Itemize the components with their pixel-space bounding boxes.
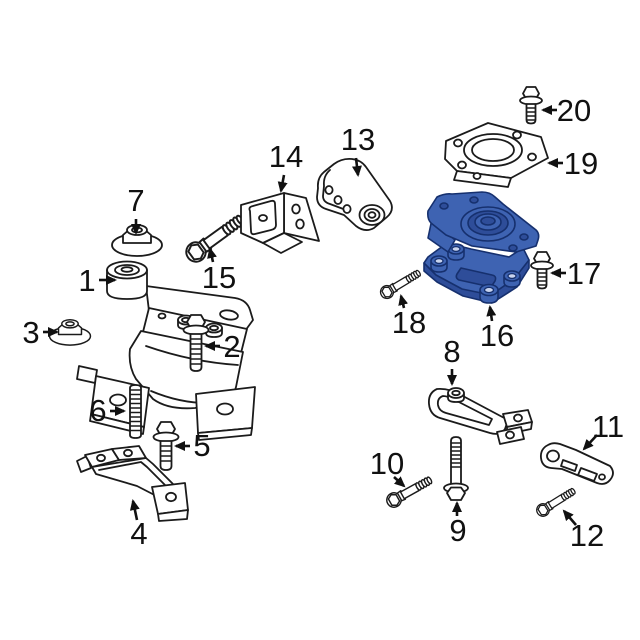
- part-19-mount-bracket-plate: [444, 122, 549, 188]
- callout-number: 2: [223, 329, 240, 364]
- callout-number: 17: [567, 256, 601, 291]
- callout-number: 16: [480, 318, 514, 353]
- leader-arrow: [393, 476, 406, 488]
- leader-arrow: [277, 174, 288, 193]
- callout-4: 4: [129, 499, 148, 551]
- callout-16: 16: [480, 305, 514, 353]
- callout-3: 3: [22, 315, 59, 350]
- callout-number: 1: [78, 263, 95, 298]
- leader-arrow: [562, 509, 577, 526]
- callout-9: 9: [449, 501, 467, 548]
- callout-5: 5: [174, 428, 211, 463]
- callout-17: 17: [550, 256, 601, 291]
- callout-15: 15: [202, 247, 236, 295]
- callout-7: 7: [127, 183, 145, 235]
- callout-number: 6: [89, 393, 106, 428]
- leader-arrow: [582, 434, 598, 451]
- callout-number: 11: [592, 409, 624, 444]
- part-9-bolt: [443, 436, 469, 501]
- callout-11: 11: [582, 409, 624, 451]
- callout-number: 5: [193, 428, 210, 463]
- leader-arrow: [129, 499, 140, 521]
- callout-12: 12: [562, 509, 604, 553]
- callout-number: 15: [202, 260, 236, 295]
- callout-number: 7: [127, 183, 144, 218]
- callout-20: 20: [541, 93, 591, 128]
- callout-14: 14: [269, 139, 303, 193]
- callout-number: 3: [22, 315, 39, 350]
- callout-10: 10: [370, 446, 406, 488]
- callout-1: 1: [78, 263, 117, 298]
- part-13-mount-bracket-arm: [316, 157, 393, 231]
- callout-number: 4: [130, 516, 147, 551]
- callout-8: 8: [443, 334, 461, 386]
- callout-18: 18: [392, 294, 426, 340]
- callout-6: 6: [89, 393, 126, 428]
- callout-number: 9: [449, 513, 466, 548]
- callout-2: 2: [204, 329, 241, 364]
- part-18-bolt: [377, 266, 424, 302]
- callout-number: 20: [557, 93, 591, 128]
- part-11-strut-link: [539, 442, 614, 485]
- callout-number: 19: [564, 146, 598, 181]
- callout-number: 14: [269, 139, 303, 174]
- part-12-bolt: [533, 484, 579, 520]
- callout-19: 19: [547, 146, 598, 181]
- callout-number: 12: [570, 518, 604, 553]
- callout-number: 8: [443, 334, 460, 369]
- callout-number: 13: [341, 122, 375, 157]
- callout-number: 10: [370, 446, 404, 481]
- part-17-bolt: [530, 251, 554, 290]
- part-20-bolt: [519, 86, 543, 125]
- leader-arrow: [351, 157, 362, 177]
- part-8-torque-strut: [428, 387, 533, 445]
- part-6-stud: [129, 384, 142, 439]
- leader-arrow: [207, 247, 217, 263]
- callout-number: 18: [392, 305, 426, 340]
- part-15-bolt: [181, 209, 249, 267]
- part-16-transmission-mount-highlighted: [423, 191, 540, 304]
- part-14-mount-bracket: [240, 192, 320, 254]
- callout-13: 13: [341, 122, 375, 177]
- part-5-bolt: [152, 421, 180, 471]
- leader-arrow: [398, 294, 409, 309]
- part-4-support-bracket: [76, 445, 189, 522]
- leader-arrow: [486, 305, 497, 322]
